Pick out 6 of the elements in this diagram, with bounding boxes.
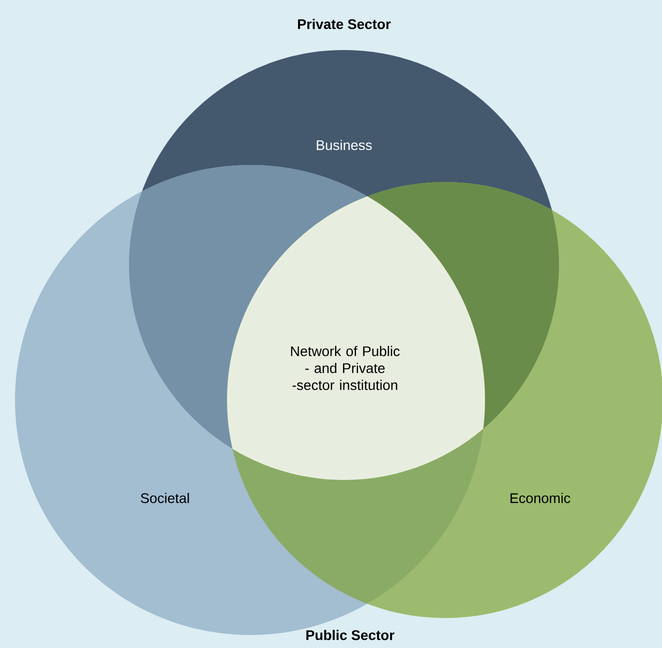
circle-label: Economic bbox=[510, 492, 570, 504]
center-label: Network of Public - and Private -sector institution bbox=[291, 346, 400, 390]
sector-label: Private Sector bbox=[298, 18, 391, 30]
circle-label: Business bbox=[316, 140, 372, 150]
sector-label: Public Sector bbox=[306, 630, 394, 640]
circle-label: Societal bbox=[140, 492, 189, 504]
